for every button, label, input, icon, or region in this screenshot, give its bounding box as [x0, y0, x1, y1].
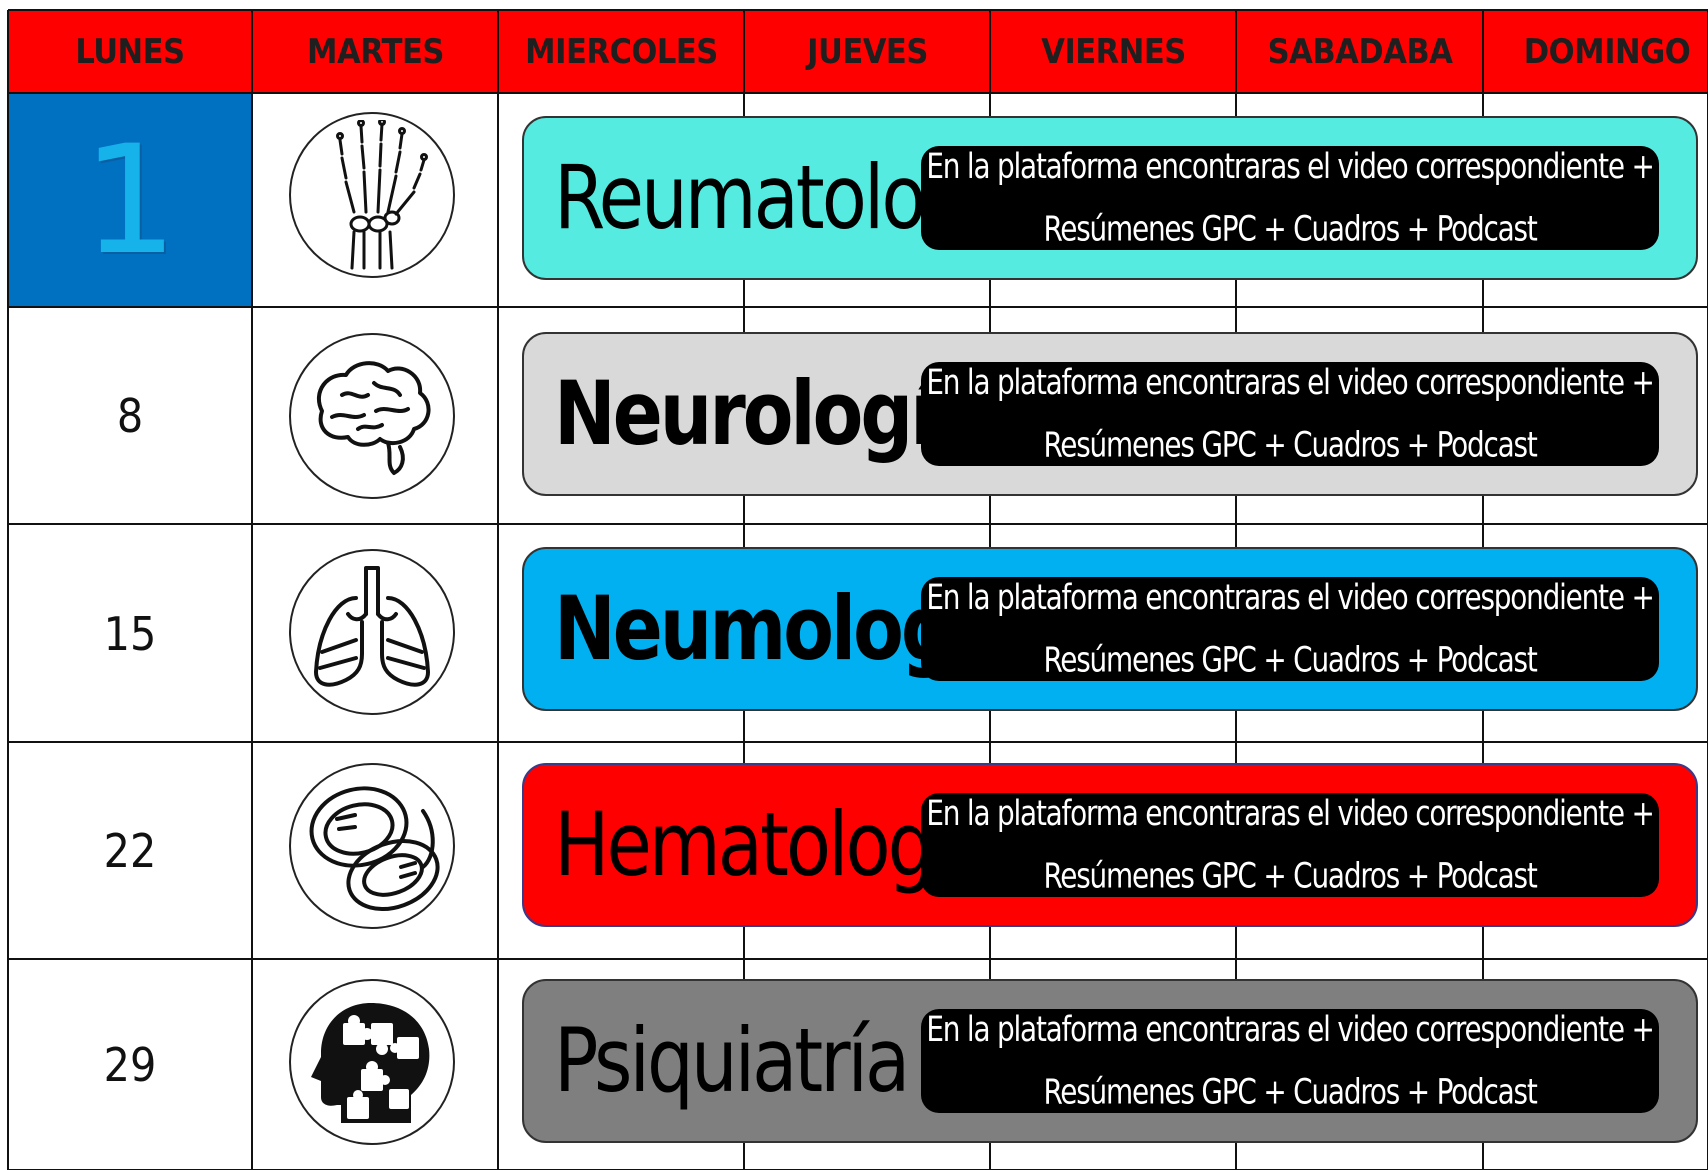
resources-note-text: En la plataforma encontraras el video co…: [926, 793, 1655, 897]
subject-title: Neurología: [554, 362, 982, 466]
day-header-lunes: LUNES: [75, 32, 185, 72]
subject-banner-psiquiatria[interactable]: Psiquiatría En la plataforma encontraras…: [522, 979, 1698, 1143]
header-band: [8, 10, 1708, 93]
day-header-martes: MARTES: [307, 32, 444, 72]
resources-note: En la plataforma encontraras el video co…: [921, 1009, 1659, 1113]
blood-cells-icon: [289, 763, 455, 929]
first-day-cell: [8, 94, 252, 307]
resources-note: En la plataforma encontraras el video co…: [921, 146, 1659, 250]
day-number-1: 1: [82, 113, 178, 288]
day-number-15: 15: [103, 606, 157, 661]
brain-icon: [289, 333, 455, 499]
resources-note-text: En la plataforma encontraras el video co…: [926, 362, 1655, 466]
day-header-sabado: SABADABA: [1267, 32, 1453, 72]
resources-note: En la plataforma encontraras el video co…: [921, 577, 1659, 681]
subject-banner-reumatologia[interactable]: Reumatología En la plataforma encontrara…: [522, 116, 1698, 280]
lungs-icon: [289, 549, 455, 715]
resources-note: En la plataforma encontraras el video co…: [921, 793, 1659, 897]
subject-title: Psiquiatría: [554, 1009, 910, 1113]
resources-note-text: En la plataforma encontraras el video co…: [926, 146, 1655, 250]
day-header-domingo: DOMINGO: [1523, 32, 1691, 72]
resources-note: En la plataforma encontraras el video co…: [921, 362, 1659, 466]
subject-banner-neumologia[interactable]: Neumología En la plataforma encontraras …: [522, 547, 1698, 711]
subject-banner-neurologia[interactable]: Neurología En la plataforma encontraras …: [522, 332, 1698, 496]
subject-banner-hematologia[interactable]: Hematología En la plataforma encontraras…: [522, 763, 1698, 927]
day-header-viernes: VIERNES: [1041, 32, 1186, 72]
day-number-22: 22: [103, 824, 157, 878]
puzzle-head-icon: [289, 979, 455, 1145]
day-number-29: 29: [103, 1038, 157, 1092]
day-header-miercoles: MIERCOLES: [525, 32, 718, 72]
subject-title: Hematología: [554, 793, 994, 897]
day-header-jueves: JUEVES: [807, 32, 928, 72]
hand-bones-icon: [289, 112, 455, 278]
resources-note-text: En la plataforma encontraras el video co…: [926, 577, 1655, 681]
resources-note-text: En la plataforma encontraras el video co…: [926, 1009, 1655, 1113]
day-number-8: 8: [116, 389, 144, 443]
